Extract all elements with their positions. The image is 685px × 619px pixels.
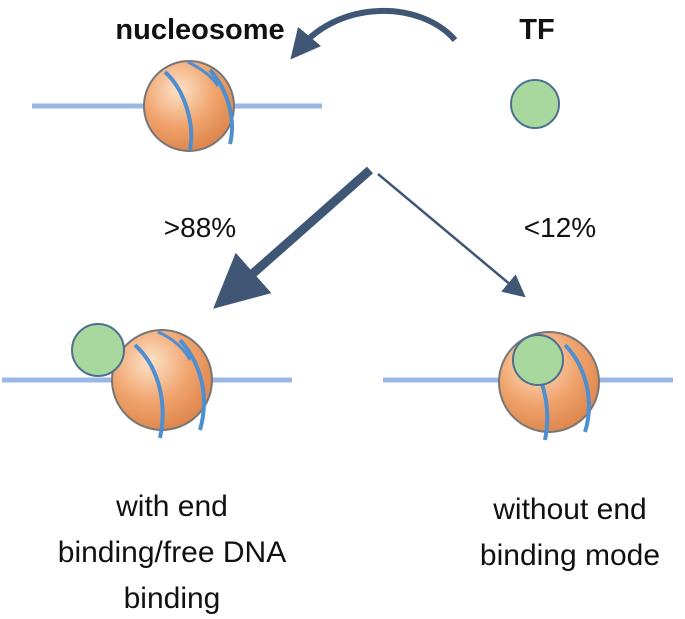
major-branch-arrow: [213, 166, 373, 309]
right-caption-line-2: binding mode: [480, 539, 660, 572]
left-dna-wrap-2: [178, 338, 206, 431]
right-caption-line-1: without end: [492, 493, 646, 526]
left-caption-line-2: binding/free DNA: [58, 536, 286, 569]
left-dna-wrap-1: [133, 343, 165, 439]
right-tf-circle: [512, 334, 564, 386]
left-dna-wrap-3: [157, 330, 192, 361]
tf-label: TF: [519, 14, 554, 46]
left-tf-circle: [71, 323, 125, 377]
top-dna-wrap-1: [163, 70, 194, 151]
left-caption-line-1: with end: [115, 490, 228, 523]
internal-binding-nucleosome: [383, 331, 673, 441]
minor-branch-arrow: [377, 173, 526, 298]
minor-branch-percent: <12%: [524, 212, 596, 243]
top-dna-wrap-3: [187, 60, 220, 87]
right-dna-wrap-2: [563, 343, 591, 433]
top-tf-circle: [510, 79, 560, 129]
end-binding-nucleosome: [2, 323, 292, 439]
top-nucleosome: [32, 60, 322, 152]
top-histone-core: [143, 60, 235, 152]
binding-curved-arrow: [290, 8, 458, 60]
major-branch-percent: >88%: [164, 212, 236, 243]
top-dna-wrap-2: [208, 68, 234, 145]
nucleosome-label: nucleosome: [115, 14, 284, 46]
left-caption-line-3: binding: [124, 582, 221, 615]
